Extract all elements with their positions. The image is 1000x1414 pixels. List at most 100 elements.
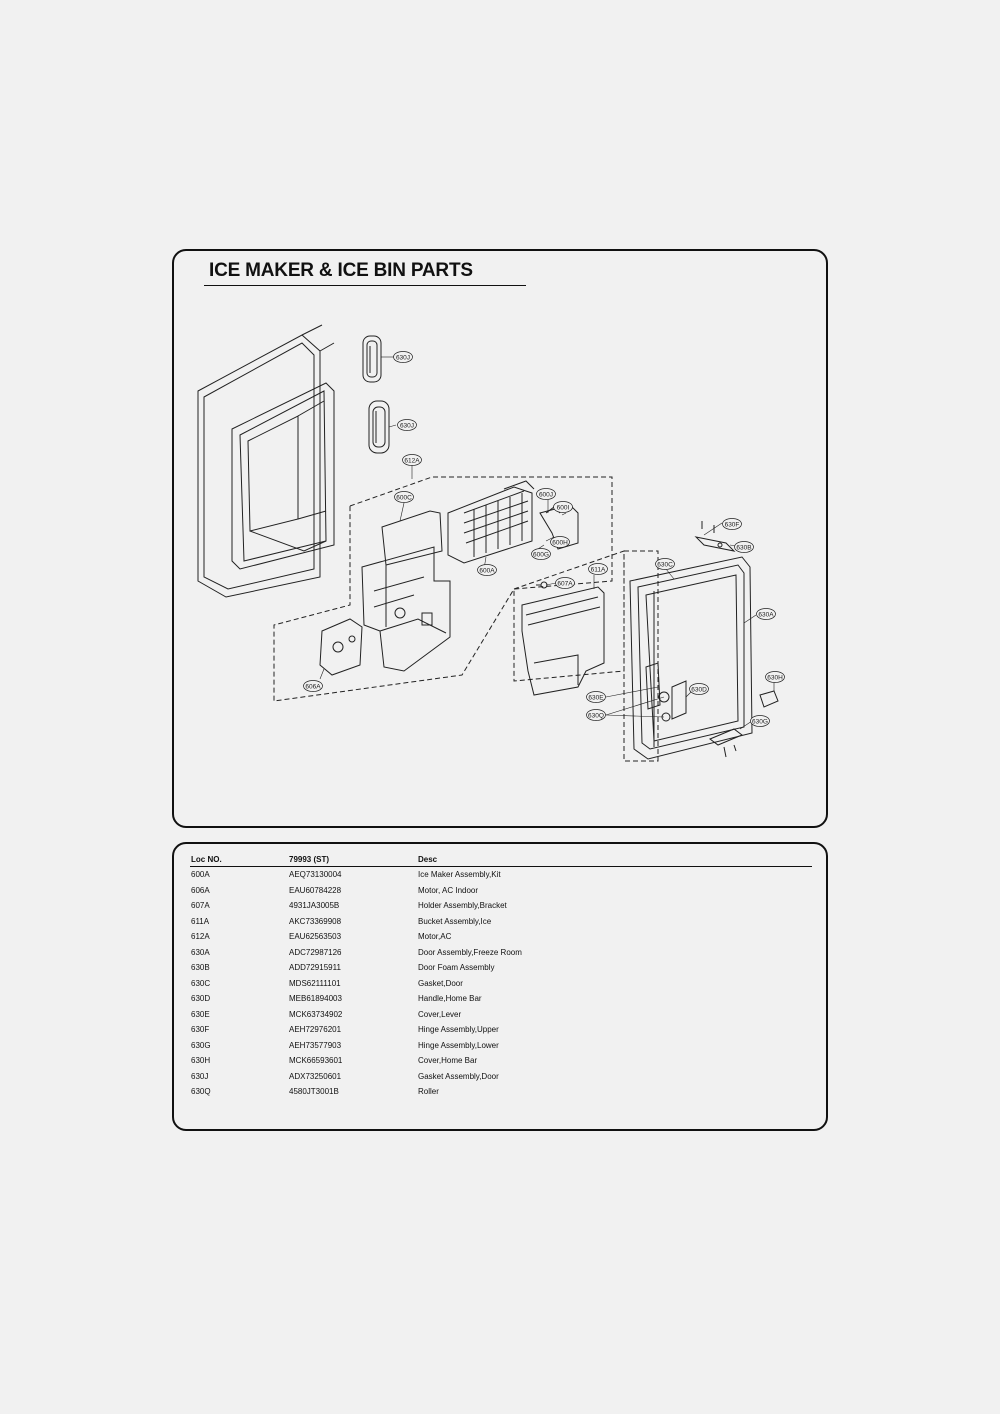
gasket-630j-upper — [362, 335, 382, 383]
part-number-cell: MCK63734902 — [289, 1009, 343, 1019]
callout-606a: 606A — [303, 680, 323, 692]
hinge-upper-630f — [694, 521, 736, 552]
freezer-door-630a — [629, 556, 753, 760]
callout-bubble — [402, 454, 422, 466]
hinge-lower-630g — [709, 728, 743, 758]
callout-630d: 630D — [689, 683, 709, 695]
bracket-housing — [361, 510, 451, 672]
callout-bubble — [393, 351, 413, 363]
callout-bubble — [756, 608, 776, 620]
callout-630a: 630A — [756, 608, 776, 620]
callout-630f: 630F — [722, 518, 742, 530]
motor-606a — [319, 618, 363, 676]
desc-cell: Motor,AC — [418, 932, 452, 942]
loc-no-cell: 630F — [191, 1025, 210, 1035]
desc-cell: Gasket,Door — [418, 978, 463, 988]
part-number-cell: 4580JT3001B — [289, 1087, 339, 1097]
callout-bubble — [750, 715, 770, 727]
loc-no-cell: 630A — [191, 947, 210, 957]
loc-no-cell: 606A — [191, 885, 210, 895]
callout-label: 600J — [539, 491, 553, 498]
callout-600g: 600G — [531, 548, 551, 560]
callout-label: 600H — [552, 539, 568, 546]
callout-bubble — [765, 671, 785, 683]
callout-630j: 630J — [393, 351, 413, 363]
desc-cell: Holder Assembly,Bracket — [418, 901, 507, 911]
callout-bubble — [536, 488, 556, 500]
callout-label: 630E — [588, 694, 604, 701]
callout-label: 630J — [400, 422, 414, 429]
callout-label: 630F — [725, 521, 740, 528]
desc-cell: Hinge Assembly,Upper — [418, 1025, 499, 1035]
desc-cell: Door Assembly,Freeze Room — [418, 947, 522, 957]
home-bar-cover-630h — [759, 690, 779, 708]
part-number-cell: AKC73369908 — [289, 916, 342, 926]
header-part-number: 79993 (ST) — [288, 852, 417, 867]
part-number-cell: ADX73250601 — [289, 1071, 342, 1081]
callout-label: 630A — [758, 611, 774, 618]
callout-bubble — [550, 536, 570, 548]
desc-cell: Cover,Lever — [418, 1009, 462, 1019]
desc-cell: Door Foam Assembly — [418, 963, 495, 973]
table-row: 630C MDS62111101 Gasket,Door — [190, 976, 812, 992]
ice-bucket-611a — [521, 586, 605, 696]
callout-bubble — [397, 419, 417, 431]
callout-612a: 612A — [402, 454, 422, 466]
callout-bubble — [477, 564, 497, 576]
callout-600a: 600A — [477, 564, 497, 576]
callout-bubble — [586, 709, 606, 721]
callout-600j: 600J — [536, 488, 556, 500]
diagram-panel: ICE MAKER & ICE BIN PARTS — [172, 249, 828, 828]
part-number-cell: MEB61894003 — [289, 994, 342, 1004]
callout-bubble — [553, 501, 573, 513]
callout-label: 630C — [657, 561, 673, 568]
callout-label: 630H — [767, 674, 783, 681]
callout-611a: 611A — [588, 563, 608, 575]
loc-no-cell: 630Q — [191, 1087, 211, 1097]
callout-label: 630B — [736, 544, 751, 551]
part-number-cell: MDS62111101 — [289, 978, 341, 988]
callout-bubble — [586, 691, 606, 703]
callout-607a: 607A — [555, 577, 575, 589]
gasket-630j-lower — [368, 400, 390, 454]
callout-600c: 600C — [394, 491, 414, 503]
callout-bubble — [734, 541, 754, 553]
callout-630g: 630G — [750, 715, 770, 727]
loc-no-cell: 600A — [191, 870, 210, 880]
callout-label: 630J — [396, 354, 410, 361]
callout-label: 600C — [396, 494, 412, 501]
loc-no-cell: 607A — [191, 901, 210, 911]
freezer-liner-frame — [197, 324, 335, 598]
loc-no-cell: 630E — [191, 1009, 210, 1019]
loc-no-cell: 630C — [191, 978, 211, 988]
desc-cell: Gasket Assembly,Door — [418, 1071, 499, 1081]
header-desc: Desc — [417, 852, 812, 867]
callout-600i: 600I — [553, 501, 573, 513]
callout-630j: 630J — [397, 419, 417, 431]
desc-cell: Bucket Assembly,Ice — [418, 916, 492, 926]
callout-bubble — [588, 563, 608, 575]
table-row: 630E MCK63734902 Cover,Lever — [190, 1007, 812, 1023]
desc-cell: Ice Maker Assembly,Kit — [418, 870, 501, 880]
holder-607a — [536, 581, 548, 589]
part-number-cell: EAU60784228 — [289, 885, 342, 895]
table-header-row: Loc NO. 79993 (ST) Desc — [190, 852, 812, 867]
diagram-title: ICE MAKER & ICE BIN PARTS — [209, 260, 473, 281]
callout-630q: 630Q — [586, 709, 606, 721]
callout-label: 630G — [752, 718, 768, 725]
loc-no-cell: 612A — [191, 932, 210, 942]
desc-cell: Motor, AC Indoor — [418, 885, 479, 895]
loc-no-cell: 611A — [191, 916, 210, 926]
part-number-cell: AEH73577903 — [289, 1040, 342, 1050]
callout-630h: 630H — [765, 671, 785, 683]
ice-maker-assembly — [447, 480, 535, 564]
callout-bubble — [531, 548, 551, 560]
